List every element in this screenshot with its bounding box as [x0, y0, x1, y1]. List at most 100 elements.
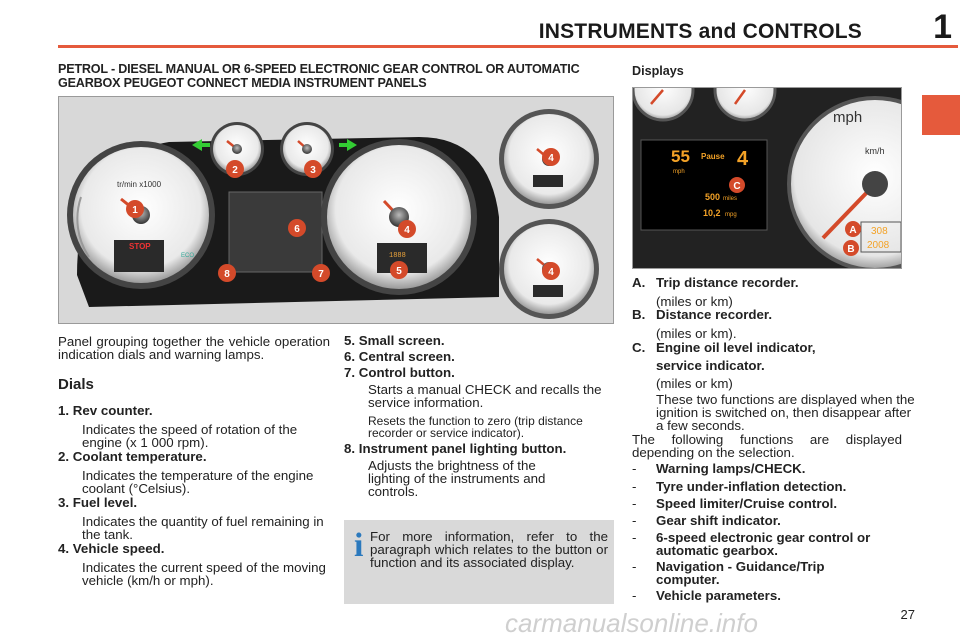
svg-text:C: C: [733, 181, 740, 192]
svg-text:4: 4: [548, 153, 554, 164]
instrument-panel-photo: tr/min x1000 STOP ECO 1888 1 2 3: [58, 96, 614, 324]
function-label: Speed limiter/Cruise control.: [656, 496, 838, 511]
svg-text:308: 308: [871, 226, 888, 237]
screen-item-lighting-button: 8. Instrument panel lighting button. Adj…: [344, 442, 616, 498]
svg-text:2: 2: [232, 165, 238, 176]
function-label: Gear shift indicator.: [656, 513, 781, 528]
svg-text:8: 8: [224, 269, 230, 280]
screen-note: Resets the function to zero (trip distan…: [368, 414, 583, 440]
display-illustration: mph km/h 55 mph Pause 4 500 miles 10,2 m…: [633, 88, 901, 268]
display-photo: mph km/h 55 mph Pause 4 500 miles 10,2 m…: [632, 87, 902, 269]
svg-text:STOP: STOP: [129, 242, 151, 251]
function-label: Tyre under-inflation detection.: [656, 479, 847, 494]
svg-text:mph: mph: [673, 169, 685, 175]
page-header-title: INSTRUMENTS and CONTROLS: [538, 20, 862, 43]
screen-item-small: 5. Small screen.: [344, 334, 614, 347]
function-label: Warning lamps/CHECK.: [656, 461, 806, 476]
callout-4: [398, 220, 416, 238]
svg-text:500: 500: [705, 192, 720, 202]
left-indicator-icon: [192, 139, 210, 151]
function-item: -Warning lamps/CHECK.: [632, 461, 806, 476]
dials-heading: Dials: [58, 376, 94, 393]
dial-number: 1.: [58, 403, 70, 418]
display-item-c: C.Engine oil level indicator, service in…: [632, 341, 922, 432]
callout-7: [312, 264, 330, 282]
info-text: For more information, refer to the parag…: [370, 529, 608, 570]
svg-text:3: 3: [310, 165, 316, 176]
screen-number: 8.: [344, 441, 356, 456]
callout-8: [218, 264, 236, 282]
screen-item-control-button: 7. Control button. Starts a manual CHECK…: [344, 366, 616, 439]
display-item-b: B.Distance recorder. (miles or km).: [632, 308, 922, 340]
svg-text:ECO: ECO: [181, 253, 194, 259]
watermark: carmanualsonline.info: [505, 608, 758, 638]
svg-text:4: 4: [737, 148, 749, 170]
dial-number: 2.: [58, 449, 70, 464]
function-item: -6-speed electronic gear control or auto…: [632, 531, 902, 557]
central-lcd-screen: [640, 139, 768, 231]
callout-2: [226, 160, 244, 178]
dial-label: Rev counter.: [72, 403, 153, 418]
item-letter: A.: [632, 275, 646, 290]
intro-paragraph: Panel grouping together the vehicle oper…: [58, 334, 330, 362]
svg-text:km/h: km/h: [865, 146, 885, 156]
dial-description: Indicates the current speed of the movin…: [82, 560, 326, 588]
callout-1: [126, 200, 144, 218]
dial-description: Indicates the speed of rotation of the e…: [82, 422, 298, 450]
svg-text:1: 1: [132, 205, 138, 216]
marker-a: [845, 221, 861, 237]
dial-description: Indicates the temperature of the engine …: [82, 468, 314, 496]
callout-6: [288, 219, 306, 237]
function-item: -Speed limiter/Cruise control.: [632, 496, 838, 511]
dial-item-coolant: 2. Coolant temperature. Indicates the te…: [58, 450, 328, 495]
callout-4-kmh: [542, 148, 560, 166]
svg-text:6: 6: [294, 224, 300, 235]
svg-text:miles: miles: [723, 196, 737, 202]
callout-3: [304, 160, 322, 178]
display-item-a: A.Trip distance recorder. (miles or km): [632, 276, 922, 308]
function-label: Navigation - Guidance/Trip computer.: [656, 559, 825, 587]
function-item: -Navigation - Guidance/Trip computer.: [632, 560, 902, 586]
item-letter: B.: [632, 307, 646, 322]
svg-text:2008: 2008: [867, 240, 890, 251]
screen-description: Starts a manual CHECK and recalls the se…: [368, 382, 602, 410]
marker-c: [729, 177, 745, 193]
speedometer-dial: 1888: [321, 139, 477, 295]
dial-item-fuel: 3. Fuel level. Indicates the quantity of…: [58, 496, 328, 541]
chapter-number: 1: [933, 8, 952, 46]
screen-label: Control button.: [358, 365, 455, 380]
callout-5: [390, 261, 408, 279]
screen-item-central: 6. Central screen.: [344, 350, 614, 363]
item-note: These two functions are displayed when t…: [656, 392, 915, 433]
dial-item-speed: 4. Vehicle speed. Indicates the current …: [58, 542, 328, 587]
page-number: 27: [900, 607, 915, 622]
screen-number: 6.: [344, 349, 356, 364]
svg-text:B: B: [847, 244, 854, 255]
item-label: Trip distance recorder.: [656, 275, 799, 290]
function-label: Vehicle parameters.: [656, 588, 781, 603]
fuel-level-dial: [280, 122, 334, 176]
function-label: 6-speed electronic gear control or autom…: [656, 530, 871, 558]
callout-4-mph: [542, 262, 560, 280]
function-item: -Gear shift indicator.: [632, 513, 781, 528]
svg-text:A: A: [849, 225, 856, 236]
right-indicator-icon: [339, 139, 357, 151]
dial-number: 4.: [58, 541, 70, 556]
dial-label: Coolant temperature.: [72, 449, 207, 464]
displays-heading: Displays: [632, 64, 684, 78]
instrument-panel-illustration: tr/min x1000 STOP ECO 1888 1 2 3: [59, 97, 613, 323]
svg-text:mpg: mpg: [725, 212, 737, 218]
item-label-cont: service indicator.: [656, 358, 765, 373]
screen-label: Small screen.: [358, 333, 445, 348]
chapter-tab: [922, 95, 960, 135]
item-label: Distance recorder.: [656, 307, 773, 322]
svg-text:55: 55: [671, 147, 690, 166]
dial-label: Fuel level.: [72, 495, 138, 510]
item-label: Engine oil level indicator,: [656, 340, 816, 355]
function-item: -Vehicle parameters.: [632, 588, 781, 603]
svg-text:4: 4: [404, 225, 410, 236]
dial-number: 3.: [58, 495, 70, 510]
central-screen: [228, 191, 323, 273]
header-rule: [58, 45, 958, 48]
info-icon: i: [354, 527, 364, 564]
